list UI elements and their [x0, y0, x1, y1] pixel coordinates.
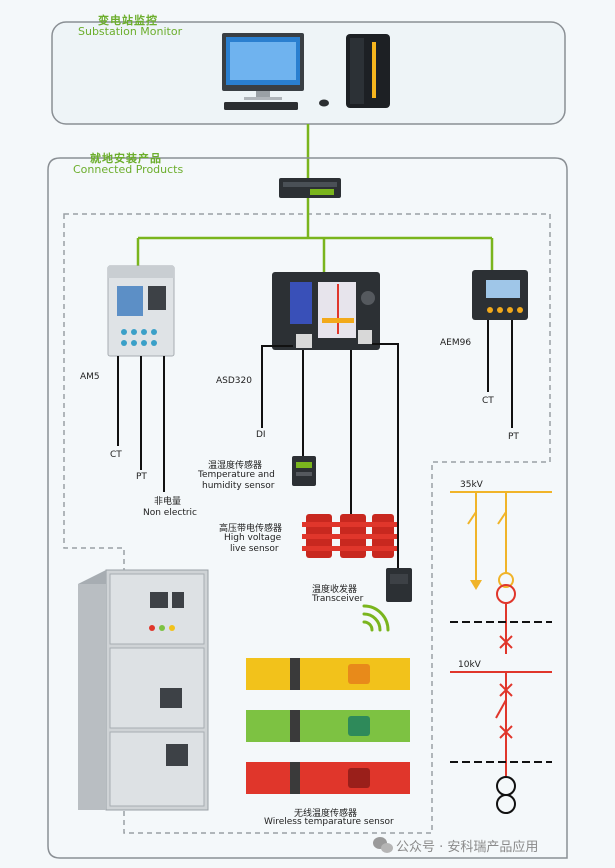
high-voltage-label-en-2: live sensor — [230, 544, 279, 554]
watermark-text: 公众号 · 安科瑞产品应用 — [396, 840, 539, 855]
aem96-label: AEM96 — [440, 338, 472, 348]
wechat-icon — [373, 837, 393, 853]
am5-label: AM5 — [80, 372, 100, 382]
single-line-diagram — [450, 491, 552, 814]
aem96-meter-device — [472, 270, 528, 320]
wireless-temp-label-en: Wireless temparature sensor — [264, 817, 394, 827]
pt-right-label: PT — [508, 432, 519, 442]
ct-right-label: CT — [482, 396, 494, 406]
pt-left-label: PT — [136, 472, 147, 482]
wireless-temp-sensor-bands — [246, 658, 410, 794]
temp-humidity-label-cn: 温湿度传感器 — [208, 461, 263, 471]
transceiver-label-cn: 温度收发器 — [312, 585, 358, 595]
am5-relay-device — [107, 265, 175, 357]
yellow-phase-bar — [246, 658, 410, 690]
wireless-temp-label-cn: 无线温度传感器 — [294, 809, 358, 819]
dashed-boundary — [63, 213, 551, 834]
gateway-device — [279, 178, 341, 198]
high-voltage-label-en-1: High voltage — [224, 533, 282, 543]
signal-wires — [117, 320, 513, 568]
transceiver-label-en: Transceiver — [312, 594, 364, 604]
asd320-device — [272, 272, 380, 350]
substation-monitor-title-en: Substation Monitor — [78, 25, 183, 38]
green-phase-bar — [246, 710, 410, 742]
connected-products-title-en: Connected Products — [73, 163, 184, 176]
non-electric-label-en: Non electric — [143, 508, 198, 518]
voltage-35kv-label: 35kV — [460, 480, 483, 490]
temp-humidity-label-en-2: humidity sensor — [202, 481, 275, 491]
temp-humidity-label-en-1: Temperature and — [198, 470, 275, 480]
substation-monitor-title-cn: 变电站监控 — [98, 14, 158, 27]
monitor-icon — [222, 33, 329, 110]
red-phase-bar — [246, 762, 410, 794]
asd320-label: ASD320 — [216, 376, 252, 386]
temp-humidity-sensor — [292, 456, 316, 486]
non-electric-label-cn: 非电量 — [154, 497, 182, 507]
di-label: DI — [256, 430, 266, 440]
transceiver-device — [386, 568, 412, 602]
high-voltage-label-cn: 高压带电传感器 — [219, 524, 283, 534]
pc-tower-icon — [346, 34, 390, 108]
ct-left-label: CT — [110, 450, 122, 460]
high-voltage-sensors — [302, 514, 397, 558]
switchgear-cabinet — [78, 569, 209, 811]
connected-products-frame — [47, 157, 568, 859]
wireless-signal-icon — [362, 604, 390, 632]
voltage-10kv-label: 10kV — [458, 660, 481, 670]
connected-products-title-cn: 就地安装产品 — [90, 152, 162, 165]
